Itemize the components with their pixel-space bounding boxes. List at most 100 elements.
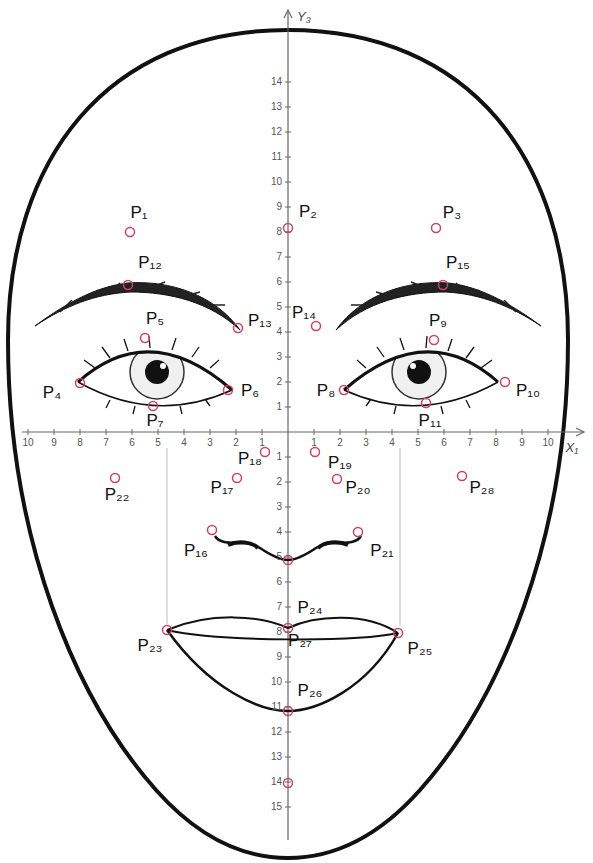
axis-arrow	[284, 10, 292, 18]
tick-mark	[132, 429, 133, 435]
tick-mark	[392, 429, 393, 435]
tick-mark	[548, 429, 549, 435]
tick-number: 7	[467, 438, 473, 448]
landmark-point	[284, 779, 293, 788]
tick-mark	[210, 429, 211, 435]
eyebrow	[336, 283, 541, 330]
point-label: P₁₄	[292, 304, 316, 321]
tick-number: 5	[155, 438, 161, 448]
point-label: P₂₂	[105, 486, 130, 503]
tick-mark	[496, 429, 497, 435]
point-label: P₂	[299, 203, 317, 220]
tick-number: 4	[276, 527, 282, 537]
nostril	[228, 542, 348, 548]
point-label: P₁₅	[446, 254, 470, 271]
tick-number: 10	[22, 438, 33, 448]
landmark-point	[284, 707, 293, 716]
tick-number: 13	[271, 752, 282, 762]
upper-lip	[167, 617, 398, 633]
tick-number: 6	[129, 438, 135, 448]
tick-number: 5	[276, 302, 282, 312]
point-label: P₂₅	[408, 640, 433, 657]
upper-lid	[78, 352, 232, 390]
point-label: P₇	[146, 412, 163, 429]
pupil	[407, 360, 431, 384]
tick-mark	[28, 429, 29, 435]
landmark-point	[126, 228, 135, 237]
tick-mark	[470, 429, 471, 435]
upper-lid	[344, 352, 498, 390]
lower-lip	[167, 630, 398, 711]
landmark-point	[163, 626, 172, 635]
eyebrow	[35, 283, 240, 330]
tick-number: 2	[233, 438, 239, 448]
point-label: P₄	[43, 384, 61, 401]
tick-number: 11	[272, 152, 282, 162]
tick-mark	[285, 782, 291, 783]
tick-number: 6	[441, 438, 447, 448]
tick-number: 8	[77, 438, 83, 448]
tick-number: 1	[259, 438, 265, 448]
tick-number: 3	[276, 352, 282, 362]
landmark-point	[208, 526, 217, 535]
tick-number: 10	[542, 438, 553, 448]
point-label: P₂₇	[288, 632, 312, 649]
landmark-point	[284, 556, 293, 565]
tick-mark	[236, 429, 237, 435]
tick-number: 4	[181, 438, 187, 448]
landmark-point	[422, 399, 431, 408]
eyebrow-hair	[60, 282, 225, 312]
landmark-point	[501, 378, 510, 387]
tick-mark	[340, 429, 341, 435]
tick-mark	[285, 657, 291, 658]
landmark-point	[333, 475, 342, 484]
pupil	[145, 360, 169, 384]
tick-mark	[314, 429, 315, 435]
axis-arrow	[576, 428, 584, 436]
tick-mark	[158, 429, 159, 435]
point-label: P₃	[443, 204, 461, 221]
landmark-point	[124, 281, 133, 290]
guide-line	[167, 448, 168, 624]
tick-mark	[285, 732, 291, 733]
eyelash	[357, 336, 492, 414]
point-label: P₁₈	[238, 450, 262, 467]
tick-mark	[285, 382, 291, 383]
tick-mark	[444, 429, 445, 435]
tick-number: 4	[389, 438, 395, 448]
tick-mark	[285, 182, 291, 183]
point-label: P₁₃	[248, 312, 272, 329]
landmark-point	[432, 224, 441, 233]
tick-mark	[285, 757, 291, 758]
tick-mark	[285, 582, 291, 583]
tick-number: 9	[51, 438, 57, 448]
tick-number: 3	[207, 438, 213, 448]
tick-number: 1	[276, 452, 282, 462]
eyelash	[84, 336, 219, 414]
tick-number: 5	[276, 552, 282, 562]
tick-mark	[285, 132, 291, 133]
point-label: P₂₆	[298, 682, 323, 699]
point-label: P₅	[146, 310, 164, 327]
landmark-point	[394, 629, 403, 638]
lip-line	[167, 630, 398, 639]
tick-mark	[285, 82, 291, 83]
tick-number: 11	[272, 702, 282, 712]
tick-number: 2	[276, 377, 282, 387]
tick-number: 3	[276, 502, 282, 512]
tick-number: 2	[276, 477, 282, 487]
landmark-point	[233, 474, 242, 483]
tick-mark	[418, 429, 419, 435]
tick-number: 6	[276, 277, 282, 287]
tick-number: 10	[271, 177, 282, 187]
tick-number: 13	[271, 102, 282, 112]
tick-mark	[366, 429, 367, 435]
tick-mark	[285, 282, 291, 283]
landmark-point	[149, 402, 158, 411]
landmark-point	[354, 528, 363, 537]
tick-number: 8	[276, 227, 282, 237]
tick-number: 1	[276, 402, 282, 412]
tick-number: 1	[311, 438, 317, 448]
guide-line	[400, 448, 401, 626]
axis-label: Y₃	[297, 10, 311, 23]
